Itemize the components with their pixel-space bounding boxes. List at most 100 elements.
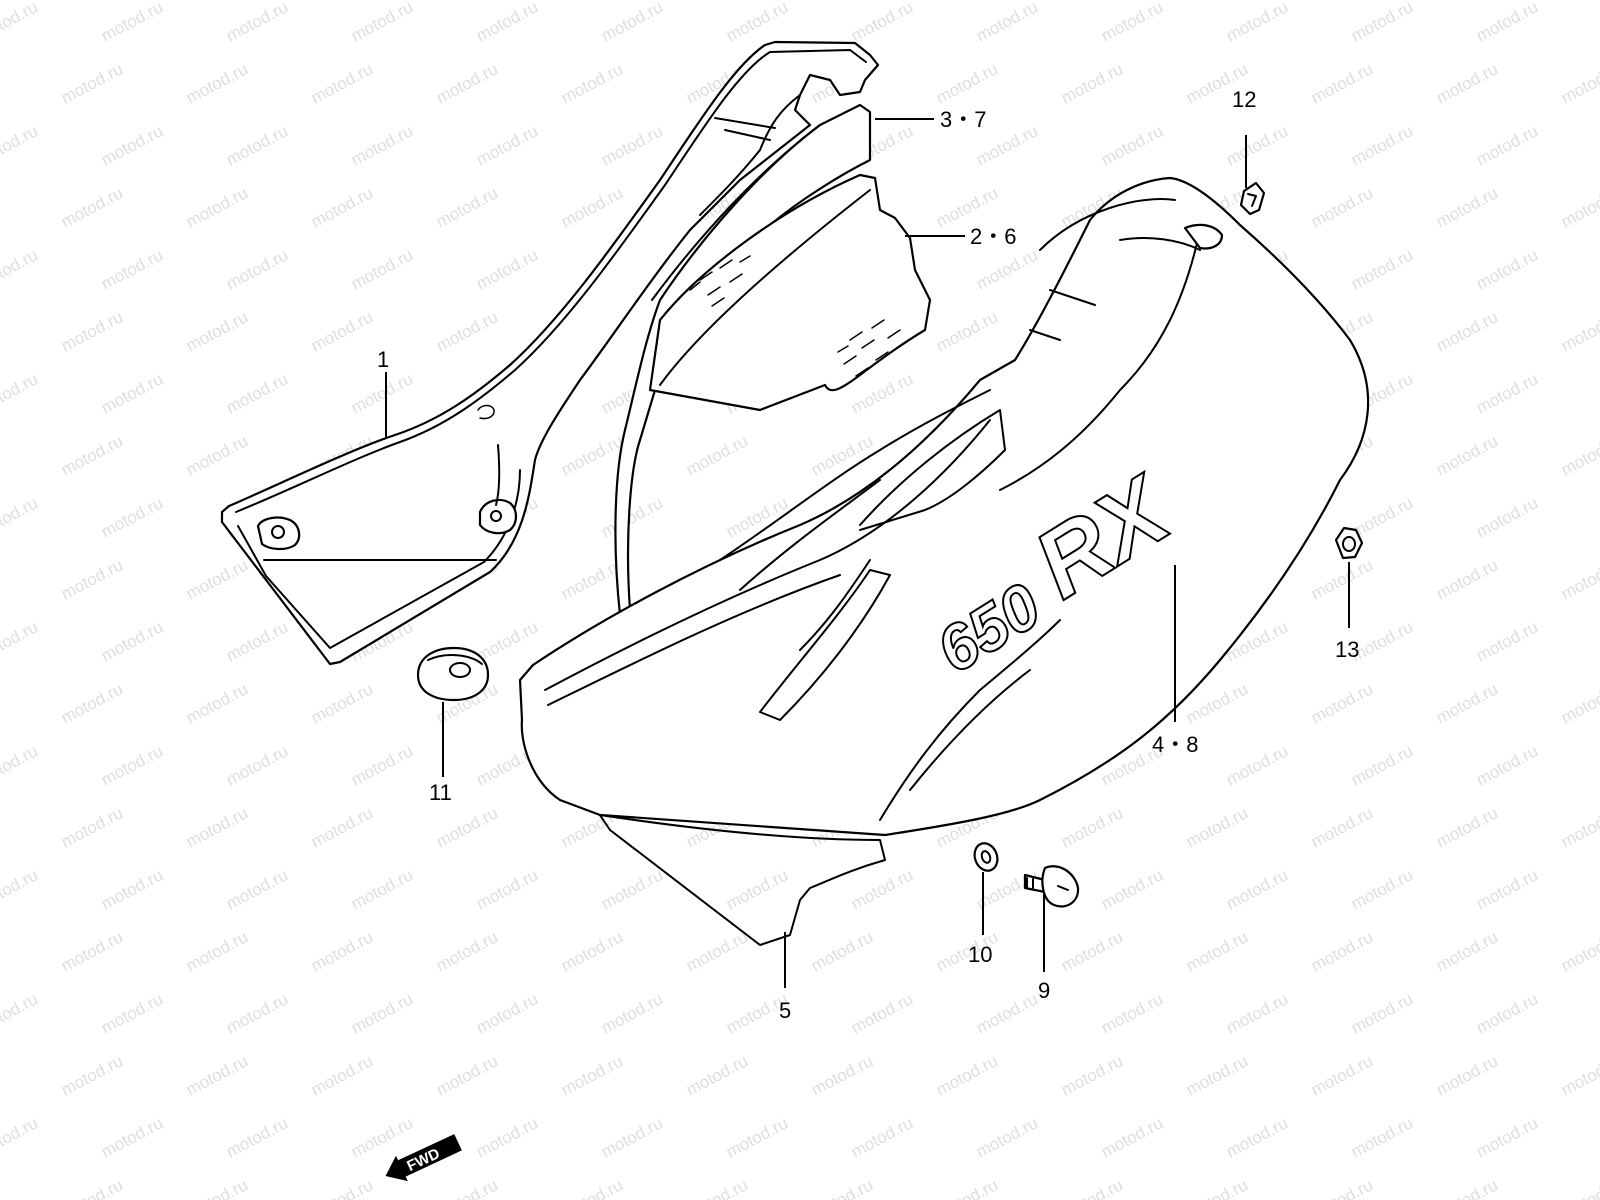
watermark-text: motod.ru [0,1051,1,1099]
watermark-text: motod.ru [1433,679,1501,727]
watermark-text: motod.ru [848,989,916,1037]
watermark-text: motod.ru [1558,927,1600,975]
watermark-text: motod.ru [58,307,126,355]
watermark-text: motod.ru [1058,803,1126,851]
watermark-text: motod.ru [0,927,1,975]
watermark-text: motod.ru [1473,617,1541,665]
watermark-text: motod.ru [558,59,626,107]
watermark-text: motod.ru [0,431,1,479]
watermark-text: motod.ru [473,245,541,293]
callout-9: 9 [1038,978,1050,1003]
watermark-text: motod.ru [1473,121,1541,169]
watermark-text: motod.ru [723,1113,791,1161]
watermark-text: motod.ru [808,431,876,479]
watermark-text: motod.ru [348,0,416,46]
watermark-text: motod.ru [558,1175,626,1200]
watermark-text: motod.ru [1558,555,1600,603]
watermark-text: motod.ru [183,1051,251,1099]
nut-part-13 [1334,526,1364,560]
watermark-text: motod.ru [973,0,1041,46]
leader-lines [385,118,1350,988]
watermark-text: motod.ru [1308,1175,1376,1200]
watermark-text: motod.ru [1223,121,1291,169]
watermark-text: motod.ru [183,59,251,107]
watermark-text: motod.ru [0,1175,1,1200]
washer-part-10 [973,842,999,872]
watermark-text: motod.ru [98,989,166,1037]
watermark-text: motod.ru [1473,865,1541,913]
watermark-text: motod.ru [1348,0,1416,46]
watermark-text: motod.ru [0,493,41,541]
watermark-text: motod.ru [558,927,626,975]
watermark-text: motod.ru [58,183,126,231]
watermark-text: motod.ru [98,617,166,665]
watermark-text: motod.ru [973,1113,1041,1161]
watermark-text: motod.ru [0,679,1,727]
watermark-text: motod.ru [433,1051,501,1099]
watermark-text: motod.ru [223,865,291,913]
watermark-text: motod.ru [0,1113,41,1161]
watermark-text: motod.ru [808,1175,876,1200]
watermark-text: motod.ru [0,741,41,789]
watermark-text: motod.ru [933,307,1001,355]
watermark-text: motod.ru [0,989,41,1037]
watermark-text: motod.ru [598,0,666,46]
watermark-text: motod.ru [973,245,1041,293]
watermark-text: motod.ru [808,1051,876,1099]
watermark-text: motod.ru [98,121,166,169]
watermark-text: motod.ru [473,1113,541,1161]
watermark-text: motod.ru [1473,989,1541,1037]
callout-3-7: 3・7 [940,107,986,132]
watermark-text: motod.ru [1348,245,1416,293]
watermark-text: motod.ru [473,0,541,46]
watermark-text: motod.ru [223,617,291,665]
watermark-text: motod.ru [1098,0,1166,46]
watermark-text: motod.ru [1098,865,1166,913]
callout-12: 12 [1232,87,1256,112]
watermark-text: motod.ru [348,865,416,913]
watermark-text: motod.ru [98,741,166,789]
watermark-text: motod.ru [1433,1175,1501,1200]
watermark-text: motod.ru [598,989,666,1037]
watermark-text: motod.ru [683,1051,751,1099]
watermark-text: motod.ru [473,989,541,1037]
watermark-text: motod.ru [558,183,626,231]
watermark-text: motod.ru [1098,121,1166,169]
watermark-text: motod.ru [308,59,376,107]
watermark-text: motod.ru [223,369,291,417]
watermark-text: motod.ru [1433,1051,1501,1099]
callout-2-6: 2・6 [970,224,1016,249]
watermark-text: motod.ru [1098,989,1166,1037]
watermark-text: motod.ru [598,865,666,913]
callout-1: 1 [377,347,389,372]
watermark-text: motod.ru [1223,0,1291,46]
watermark-text: motod.ru [0,369,41,417]
watermark-text: motod.ru [58,1175,126,1200]
watermark-text: motod.ru [848,865,916,913]
watermark-text: motod.ru [348,121,416,169]
watermark-text: motod.ru [933,1175,1001,1200]
watermark-text: motod.ru [1473,0,1541,46]
watermark-text: motod.ru [558,431,626,479]
watermark-text: motod.ru [183,1175,251,1200]
watermark-text: motod.ru [1558,59,1600,107]
watermark-text: motod.ru [1183,927,1251,975]
watermark-text: motod.ru [1183,1051,1251,1099]
watermark-text: motod.ru [348,989,416,1037]
watermark-text: motod.ru [348,741,416,789]
watermark-text: motod.ru [348,245,416,293]
watermark-text: motod.ru [1433,183,1501,231]
watermark-text: motod.ru [558,1051,626,1099]
watermark-text: motod.ru [1308,1051,1376,1099]
watermark-text: motod.ru [0,0,41,46]
watermark-text: motod.ru [0,617,41,665]
watermark-text: motod.ru [223,245,291,293]
watermark-text: motod.ru [1223,989,1291,1037]
watermark-text: motod.ru [98,493,166,541]
watermark-text: motod.ru [1058,59,1126,107]
watermark-text: motod.ru [0,59,1,107]
watermark-text: motod.ru [1433,431,1501,479]
watermark-text: motod.ru [1058,927,1126,975]
watermark-text: motod.ru [1223,1113,1291,1161]
